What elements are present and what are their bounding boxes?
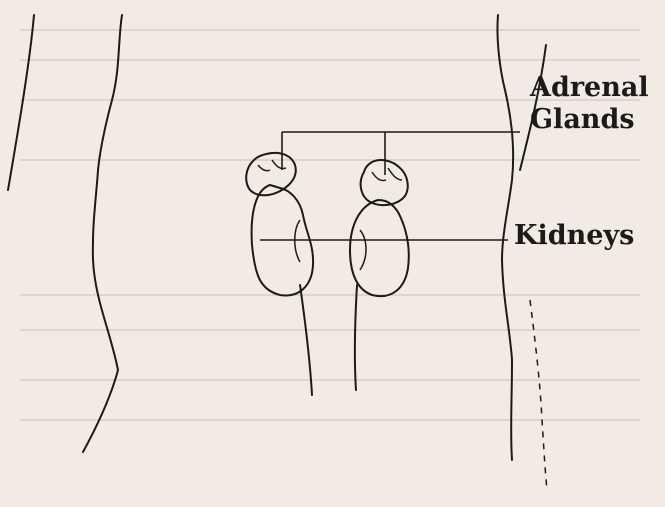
adrenal-glands-label: Adrenal Glands [530, 72, 649, 136]
adrenal-label-line1: Adrenal [530, 72, 649, 104]
spine-line [530, 300, 547, 490]
left-adrenal-gland [246, 153, 296, 195]
left-arm-line [8, 15, 34, 190]
body-outline-right [497, 15, 513, 460]
right-adrenal-texture [372, 168, 402, 181]
right-kidney [350, 200, 409, 296]
left-kidney-hilum [295, 220, 300, 262]
left-ureter [300, 285, 312, 395]
body-outline-left [83, 15, 122, 452]
adrenal-label-line2: Glands [530, 104, 649, 136]
kidneys-label: Kidneys [514, 220, 634, 252]
right-adrenal-gland [361, 160, 408, 205]
right-ureter [355, 285, 357, 390]
right-kidney-hilum [360, 230, 366, 270]
